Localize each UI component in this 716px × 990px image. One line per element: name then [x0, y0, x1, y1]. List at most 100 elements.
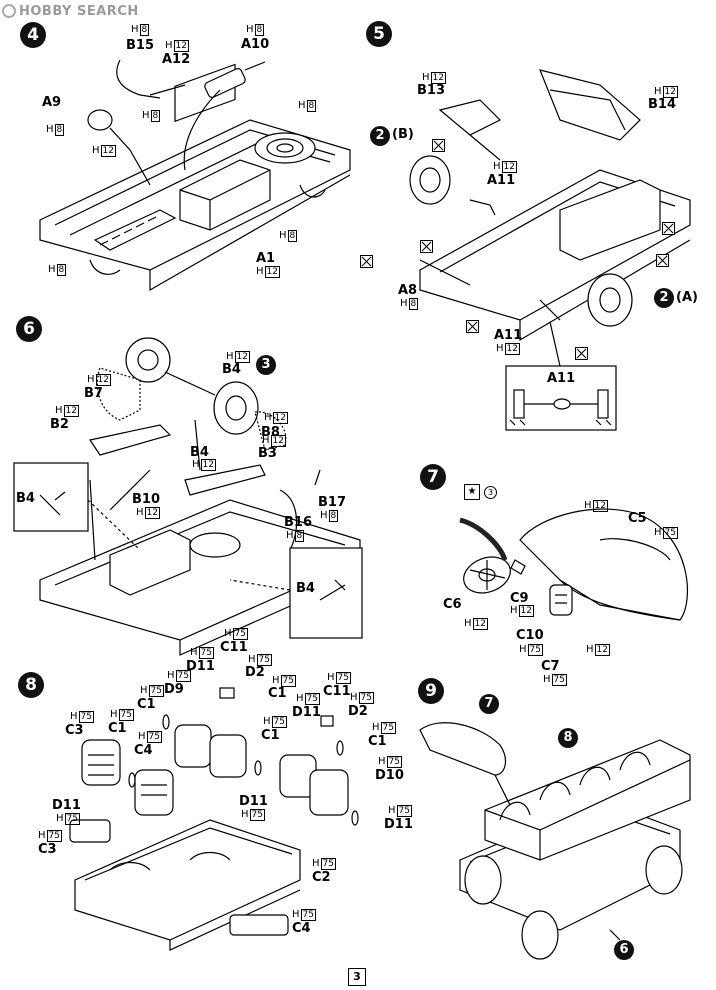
step-9-badge: 9 — [418, 678, 444, 704]
paint-ref-number: 3 — [484, 485, 497, 499]
page-number: 3 — [348, 968, 366, 986]
part-label: C6 — [443, 597, 462, 612]
ref-step6-badge: 6 — [614, 940, 634, 960]
step-8-badge: 8 — [18, 672, 44, 698]
ref-step2-badge: 2 — [370, 126, 390, 146]
part-label: C2 — [312, 870, 331, 885]
part-label: B3 — [258, 446, 277, 461]
part-label: C1 — [368, 734, 387, 749]
axle-inset-frame — [505, 321, 617, 431]
part-label: C11 — [220, 640, 248, 655]
part-label: B7 — [84, 386, 103, 401]
step-7-badge: 7 — [420, 464, 446, 490]
part-label: B17 — [318, 495, 346, 510]
step7-dashboard-drawing — [459, 508, 689, 621]
part-label: D10 — [375, 768, 404, 783]
part-label: C1 — [268, 686, 287, 701]
part-label: A11 — [547, 371, 576, 386]
part-label: C3 — [38, 842, 57, 857]
part-label: B14 — [648, 97, 676, 112]
step4-chassis-drawing — [39, 59, 351, 292]
star-icon: ★ — [464, 484, 480, 500]
part-label: C11 — [323, 684, 351, 699]
part-label: B4 — [190, 445, 209, 460]
part-label: A9 — [42, 95, 62, 110]
part-label: C9 — [510, 591, 529, 606]
part-label: D11 — [239, 794, 268, 809]
no-glue-icon — [575, 347, 588, 360]
part-label: B13 — [417, 83, 445, 98]
step5-chassis-drawing — [409, 69, 691, 342]
no-glue-icon — [420, 240, 433, 253]
step-4-badge: 4 — [20, 22, 46, 48]
b4-inset-left — [13, 462, 89, 532]
watermark-logo-icon — [2, 4, 16, 18]
part-label: C5 — [628, 511, 647, 526]
part-label: A1 — [256, 251, 276, 266]
part-label: B4 — [16, 491, 35, 506]
ref-step7-badge: 7 — [479, 694, 499, 714]
part-label: D2 — [245, 665, 265, 680]
part-label: D11 — [186, 659, 215, 674]
no-glue-icon — [360, 255, 373, 268]
step8-seats-drawing — [69, 687, 359, 951]
part-label: A11 — [494, 328, 523, 343]
part-label: A8 — [398, 283, 418, 298]
ref-step3-badge: 3 — [256, 355, 276, 375]
ref-step8-badge: 8 — [558, 728, 578, 748]
part-label: A11 — [487, 173, 516, 188]
no-glue-icon — [662, 222, 675, 235]
ref-step2-suffix-a: (A) — [676, 290, 698, 305]
part-label: B4 — [222, 362, 241, 377]
part-label: B16 — [284, 515, 312, 530]
step9-assembly-drawing — [419, 722, 691, 960]
part-label: B2 — [50, 417, 69, 432]
part-label: C7 — [541, 659, 560, 674]
part-label: B15 — [126, 38, 154, 53]
part-label: D2 — [348, 704, 368, 719]
no-glue-icon — [466, 320, 479, 333]
part-label: C1 — [261, 728, 280, 743]
step6-chassis-drawing — [39, 337, 361, 656]
part-label: B10 — [132, 492, 160, 507]
part-label: A12 — [162, 52, 191, 67]
part-label: B4 — [296, 581, 315, 596]
